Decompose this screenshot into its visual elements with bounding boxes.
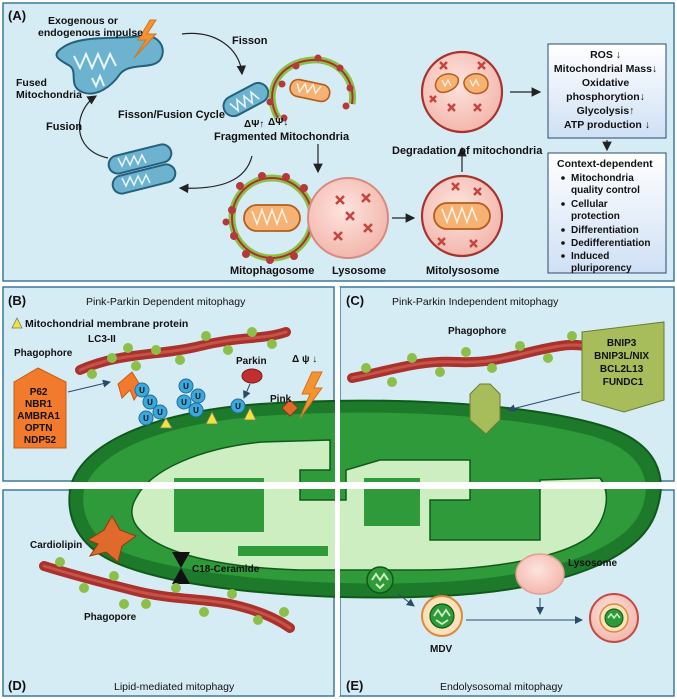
context-box	[547, 152, 667, 274]
svg-text:U: U	[181, 398, 187, 407]
panel-b-title: Pink-Parkin Dependent mitophagy	[86, 296, 246, 308]
degraded-mitochondrion	[420, 50, 504, 134]
panel-c-label: (C)	[346, 293, 364, 308]
svg-text:U: U	[193, 406, 199, 415]
parkin-icon	[241, 368, 263, 384]
receptors-b-box	[13, 367, 67, 449]
svg-text:U: U	[139, 386, 145, 395]
ceramide-icon	[172, 552, 190, 584]
membrane-protein-legend-icon	[11, 317, 23, 329]
fusion-arrow-down	[178, 155, 253, 194]
cardiolipin-icon	[86, 514, 138, 563]
lc3-label: LC3-II	[88, 334, 116, 345]
lysosome-enzymes	[333, 193, 373, 241]
phagopore-d	[39, 557, 295, 633]
receptor-b-arrow	[67, 379, 111, 393]
panel-b-label: (B)	[8, 293, 26, 308]
lysosome-e	[515, 553, 565, 595]
mdv-lysosome	[589, 593, 639, 643]
cycle-label: Fisson/Fusion Cycle	[118, 109, 225, 121]
fission-label: Fisson	[232, 35, 268, 47]
mitolysosome	[420, 174, 504, 258]
receptor-c-shape	[469, 383, 501, 435]
impulse-bolt-icon	[133, 19, 158, 59]
receptors-b-list: P62 NBR1 AMBRA1 OPTN NDP52	[17, 387, 63, 446]
membrane-protein-legend: Mitochondrial membrane protein	[25, 318, 188, 330]
svg-text:U: U	[195, 392, 201, 401]
mitolysosome-label: Mitolysosome	[426, 265, 499, 277]
fission-arrow	[181, 32, 247, 76]
lysosome-e-label: Lysosome	[568, 558, 618, 569]
parkin-arrow	[243, 383, 251, 399]
early-phagophore	[266, 54, 357, 122]
svg-text:U: U	[183, 382, 189, 391]
fused-mitochondria	[55, 34, 164, 95]
fused-label: Fused Mitochondria	[16, 77, 82, 101]
impulse-label: Exogenous or endogenous impulse	[38, 15, 143, 39]
svg-text:Mitochondria quality con: Mitochondria quality control Cellular pr…	[571, 173, 653, 274]
svg-text:U: U	[157, 408, 163, 417]
mdv-arrow	[397, 593, 415, 607]
panel-divider-vertical	[335, 287, 340, 696]
svg-text:U: U	[235, 402, 241, 411]
dpsi-b-label: Δ ψ ↓	[292, 354, 317, 365]
receptor-c-arrow	[507, 391, 581, 413]
parkin-label: Parkin	[236, 356, 267, 367]
mdv-label: MDV	[430, 644, 453, 655]
fragmented-label: Fragmented Mitochondria	[214, 131, 350, 143]
ubiquitin-labels: UU UU UU UU U	[139, 382, 241, 423]
mdv-bud	[366, 566, 394, 594]
panel-d-title: Lipid-mediated mitophagy	[114, 681, 235, 693]
fusion-arrow-up	[78, 95, 109, 159]
fusion-label: Fusion	[46, 121, 82, 133]
pink-kinase-icon	[281, 399, 299, 417]
phagophore-b	[75, 327, 291, 379]
effects-list: ROS ↓ Mitochondrial Mass↓ Oxidative phos…	[554, 49, 660, 131]
fusion-mitochondria	[107, 143, 177, 195]
mitophagosome-label: Mitophagosome	[230, 265, 314, 277]
depolarization-bolt-icon	[299, 371, 323, 419]
mdv	[421, 595, 463, 637]
context-list: Mitochondria quality control Cellular pr…	[561, 173, 653, 274]
panel-a-label: (A)	[8, 8, 26, 23]
lysosome-label: Lysosome	[332, 265, 386, 277]
dpsi-up-label: ΔΨ↑	[244, 119, 264, 130]
panel-e-title: Endolysosomal mitophagy	[440, 681, 563, 693]
phagophore-c-label: Phagophore	[448, 326, 507, 337]
phagophore-b-label: Phagophore	[14, 348, 73, 359]
pink-label: Pink	[270, 394, 292, 405]
ceramide-label: C18-Ceramide	[192, 564, 260, 575]
central-mitochondrion	[68, 399, 662, 599]
fragmented-mitochondrion	[222, 81, 270, 118]
panel-d-label: (D)	[8, 678, 26, 693]
phagopore-label: Phagopore	[84, 612, 137, 623]
panel-c-title: Pink-Parkin Independent mitophagy	[392, 296, 559, 308]
receptors-c-box	[581, 321, 665, 413]
membrane-proteins-b	[159, 407, 257, 429]
ubiquitin-chains	[134, 378, 246, 426]
effects-box	[547, 43, 667, 139]
cardiolipin-label: Cardiolipin	[30, 540, 82, 551]
receptors-c-list: BNIP3 BNIP3L/NIX BCL2L13 FUNDC1	[594, 338, 652, 388]
dpsi-down-label: ΔΨ↓	[268, 117, 288, 128]
svg-text:U: U	[143, 414, 149, 423]
panel-e-label: (E)	[346, 678, 363, 693]
degradation-label: Degradation of mitochondria	[392, 145, 543, 157]
context-title: Context-dependent	[557, 158, 653, 170]
svg-text:U: U	[147, 398, 153, 407]
